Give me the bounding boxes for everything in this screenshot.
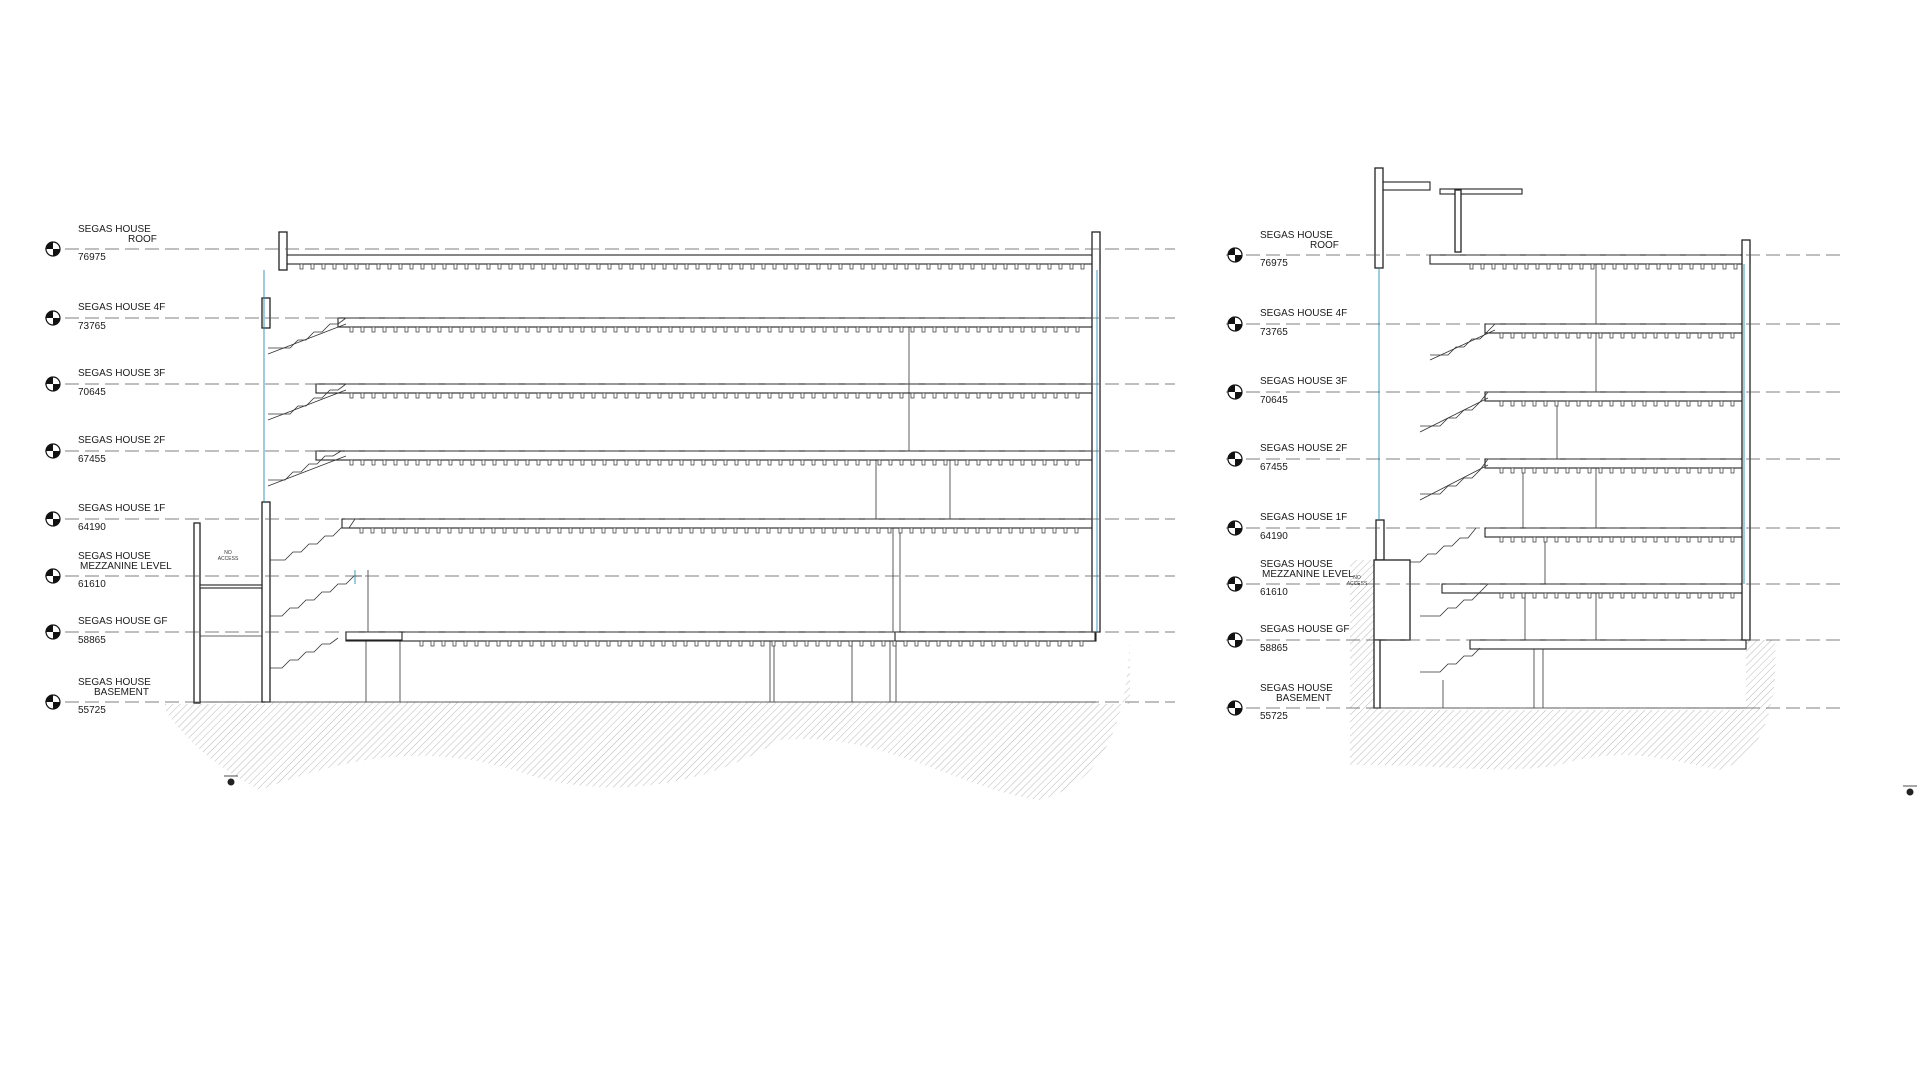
- section-right: NO ACCESS: [1347, 167, 1917, 796]
- level-marker-icon: [45, 310, 61, 326]
- walls-left: [193, 231, 1101, 704]
- level-name: SEGAS HOUSE: [78, 224, 151, 235]
- level-value: 55725: [1260, 711, 1288, 722]
- level-marker-icon: [45, 241, 61, 257]
- level-value: 70645: [78, 387, 106, 398]
- level-marker-icon: [45, 694, 61, 710]
- level-value: 76975: [1260, 258, 1288, 269]
- level-name: BASEMENT: [1276, 693, 1331, 704]
- level-2f-left: SEGAS HOUSE 2F 67455: [45, 435, 1175, 465]
- level-value: 61610: [1260, 587, 1288, 598]
- level-name: SEGAS HOUSE 3F: [78, 368, 165, 379]
- level-value: 64190: [1260, 531, 1288, 542]
- level-2f-right: SEGAS HOUSE 2F 67455: [1226, 443, 1840, 473]
- no-access-note-right: NO: [1353, 575, 1361, 581]
- level-value: 58865: [78, 635, 106, 646]
- level-3f-right: SEGAS HOUSE 3F 70645: [1226, 376, 1840, 406]
- section-left: NO ACCESS: [165, 231, 1130, 800]
- level-name: SEGAS HOUSE: [78, 551, 151, 562]
- level-marker-icon: [1227, 247, 1243, 263]
- floor-slabs-left: [200, 254, 1101, 703]
- level-name: MEZZANINE LEVEL: [80, 561, 172, 572]
- level-4f-left: SEGAS HOUSE 4F 73765: [45, 302, 1175, 332]
- level-marker-icon: [45, 568, 61, 584]
- level-marker-icon: [1227, 451, 1243, 467]
- level-marker-icon: [1227, 700, 1243, 716]
- level-name: SEGAS HOUSE 3F: [1260, 376, 1347, 387]
- ground-hatch-right: [1350, 560, 1776, 770]
- level-name: SEGAS HOUSE 2F: [78, 435, 165, 446]
- level-name: SEGAS HOUSE 1F: [1260, 512, 1347, 523]
- level-marker-icon: [45, 511, 61, 527]
- level-name: ROOF: [128, 234, 157, 245]
- level-1f-right: SEGAS HOUSE 1F 64190: [1226, 512, 1840, 542]
- level-value: 58865: [1260, 643, 1288, 654]
- level-name: SEGAS HOUSE 2F: [1260, 443, 1347, 454]
- level-name: SEGAS HOUSE GF: [1260, 624, 1349, 635]
- level-value: 64190: [78, 522, 106, 533]
- level-name: MEZZANINE LEVEL: [1262, 569, 1354, 580]
- level-1f-left: SEGAS HOUSE 1F 64190: [45, 503, 1175, 533]
- level-marker-icon: [45, 443, 61, 459]
- level-name: SEGAS HOUSE: [1260, 230, 1333, 241]
- level-marker-icon: [1227, 316, 1243, 332]
- no-access-note-left-2: ACCESS: [218, 556, 239, 562]
- level-name: SEGAS HOUSE: [1260, 683, 1333, 694]
- level-name: SEGAS HOUSE GF: [78, 616, 167, 627]
- level-value: 73765: [78, 321, 106, 332]
- level-value: 67455: [1260, 462, 1288, 473]
- floor-slabs-right: [1378, 181, 1751, 709]
- stairs-right: [1400, 323, 1496, 673]
- level-marker-icon: [1227, 520, 1243, 536]
- level-marker-icon: [1227, 632, 1243, 648]
- level-name: SEGAS HOUSE: [78, 677, 151, 688]
- level-marker-icon: [1227, 576, 1243, 592]
- section-marker-right-icon: [1903, 785, 1917, 796]
- level-value: 73765: [1260, 327, 1288, 338]
- level-value: 55725: [78, 705, 106, 716]
- level-marker-icon: [1227, 384, 1243, 400]
- level-name: SEGAS HOUSE 4F: [78, 302, 165, 313]
- no-access-note-left: NO: [224, 550, 232, 556]
- section-marker-left-icon: [224, 775, 238, 786]
- level-name: SEGAS HOUSE 1F: [78, 503, 165, 514]
- level-value: 67455: [78, 454, 106, 465]
- stairs-left: [267, 317, 362, 669]
- level-gf-left: SEGAS HOUSE GF 58865: [45, 616, 1175, 646]
- level-name: SEGAS HOUSE 4F: [1260, 308, 1347, 319]
- level-4f-right: SEGAS HOUSE 4F 73765: [1226, 308, 1840, 338]
- slab-ribs-left: [299, 263, 1085, 647]
- level-marker-icon: [45, 376, 61, 392]
- level-name: ROOF: [1310, 240, 1339, 251]
- level-name: BASEMENT: [94, 687, 149, 698]
- level-value: 61610: [78, 579, 106, 590]
- slab-ribs-right: [1469, 263, 1738, 599]
- level-value: 70645: [1260, 395, 1288, 406]
- level-marker-icon: [45, 624, 61, 640]
- level-name: SEGAS HOUSE: [1260, 559, 1333, 570]
- walls-right: [1373, 167, 1751, 709]
- level-value: 76975: [78, 252, 106, 263]
- level-gf-right: SEGAS HOUSE GF 58865: [1226, 624, 1840, 654]
- level-3f-left: SEGAS HOUSE 3F 70645: [45, 368, 1175, 398]
